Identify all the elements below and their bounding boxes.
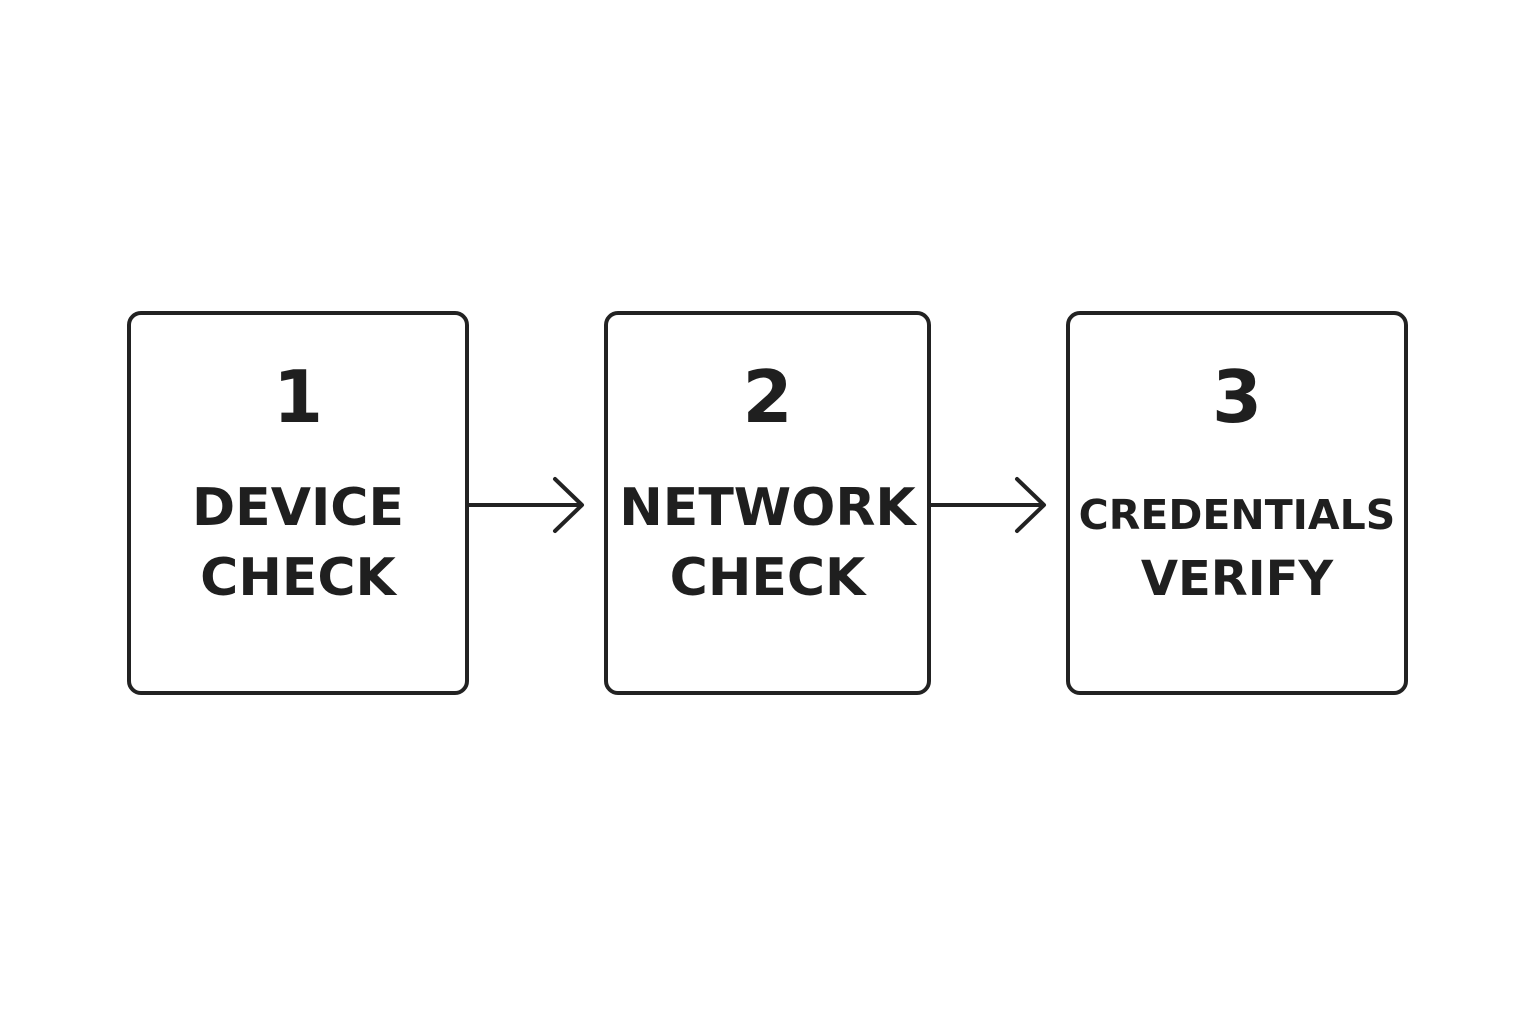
step-label-line1: DEVICE xyxy=(192,478,404,538)
step-label-line2: CHECK xyxy=(200,548,396,608)
step-box-credentials-verify: 3 CREDENTIALS VERIFY xyxy=(1066,311,1408,695)
arrow-right-icon xyxy=(931,477,1046,533)
step-box-network-check: 2 NETWORK CHECK xyxy=(604,311,931,695)
step-number: 1 xyxy=(272,355,324,439)
step-label-line1: CREDENTIALS xyxy=(1078,491,1396,539)
step-label-line2: CHECK xyxy=(669,548,866,608)
step-box-device-check: 1 DEVICE CHECK xyxy=(127,311,469,695)
step-number: 3 xyxy=(1211,355,1263,439)
step-label-line2: VERIFY xyxy=(1140,551,1334,607)
arrow-right-icon xyxy=(469,477,584,533)
step-label-line1: NETWORK xyxy=(619,478,916,538)
step-number: 2 xyxy=(742,355,793,439)
